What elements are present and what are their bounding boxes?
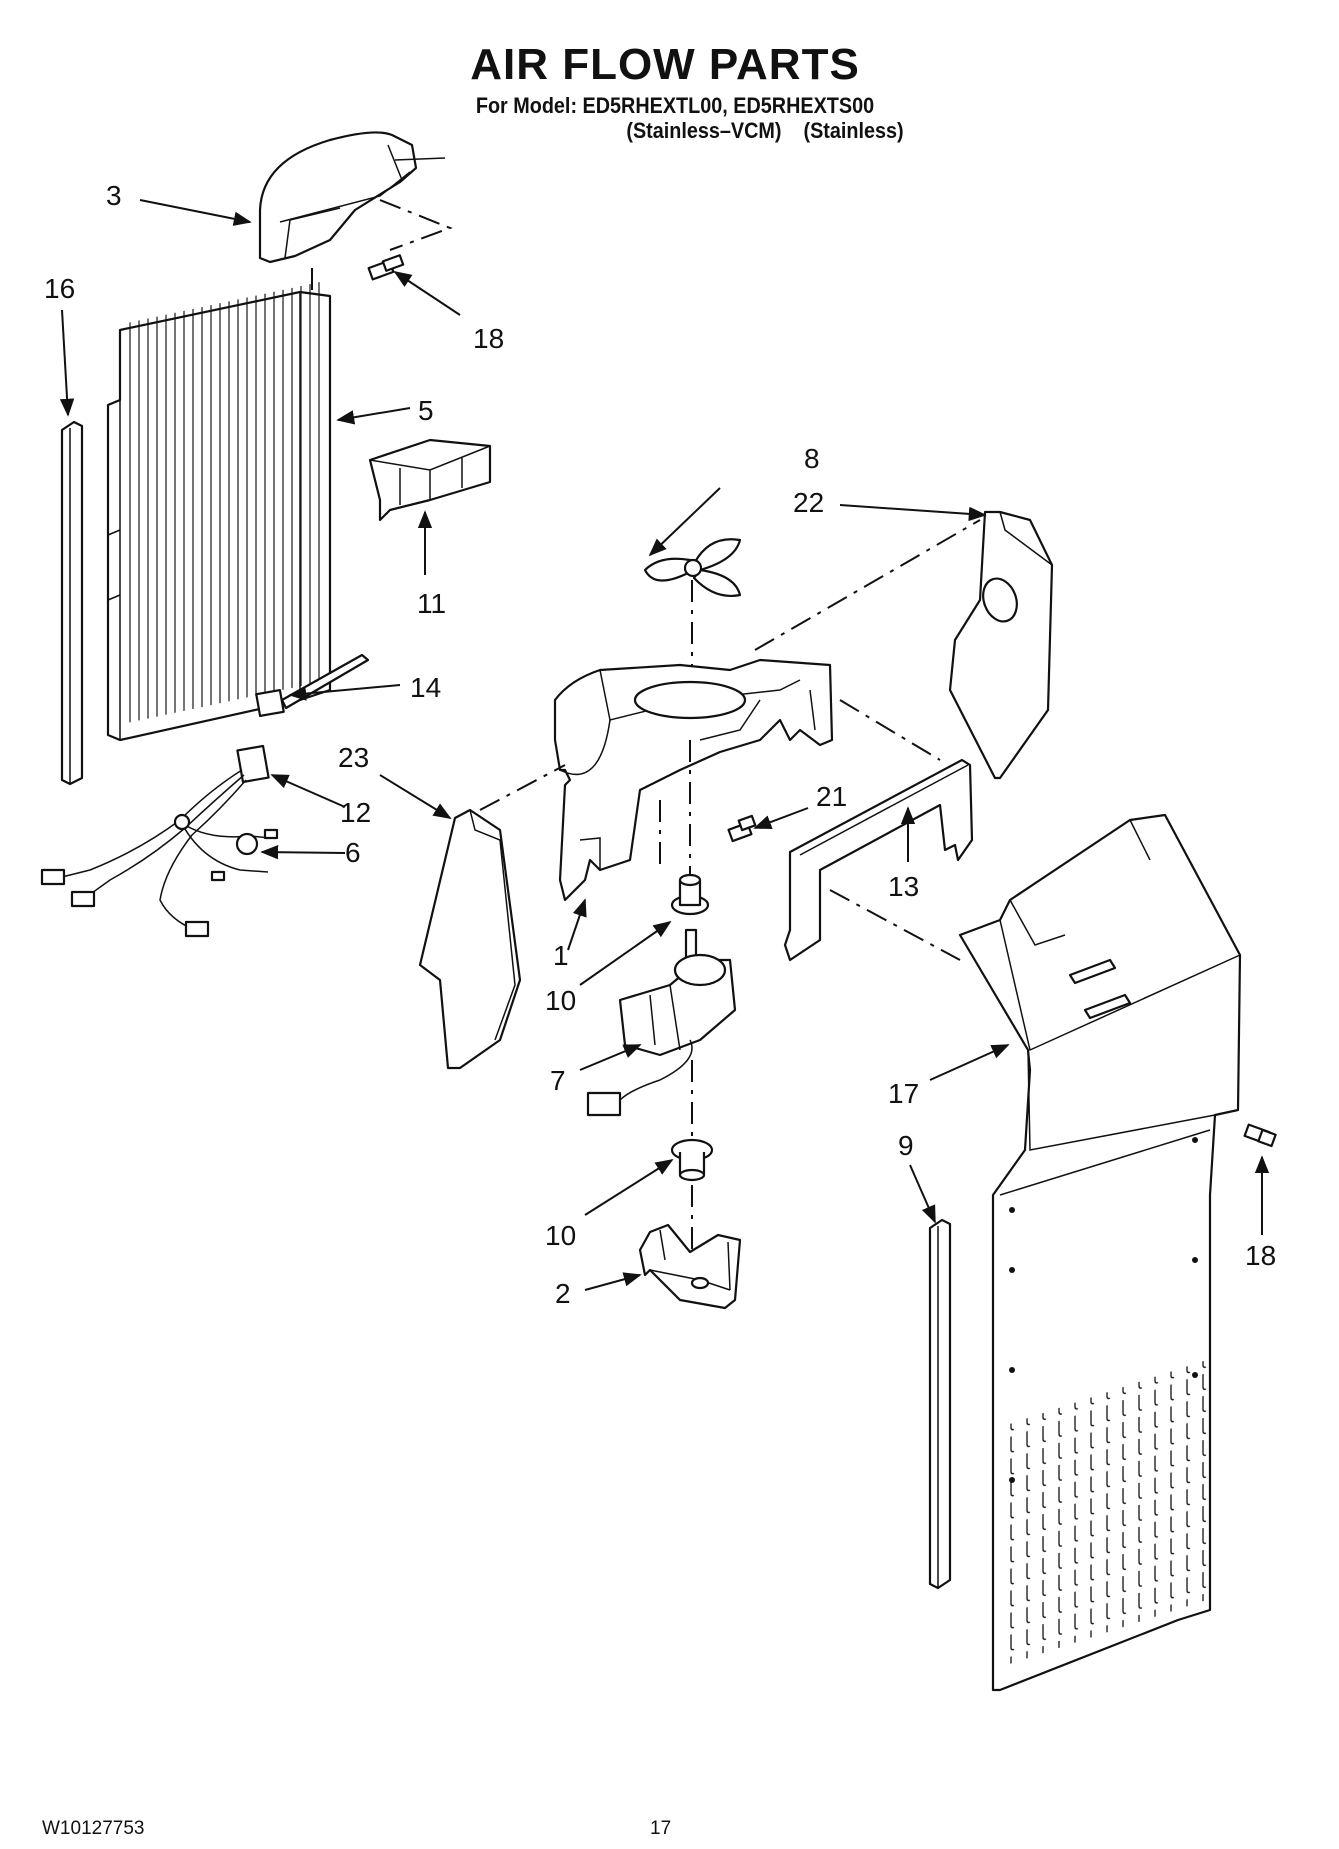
part-2-motor-bracket (638, 1223, 742, 1310)
callout-2: 2 (555, 1278, 571, 1309)
callout-17: 17 (888, 1078, 919, 1109)
callout-11: 11 (417, 588, 446, 619)
part-10-grommet-lower (670, 1138, 714, 1182)
part-21-screw (727, 814, 757, 843)
part-16-gasket-strip (60, 420, 84, 786)
part-12-6-wire-harness (40, 744, 279, 938)
callout-23: 23 (338, 742, 369, 773)
part-9-gasket-strip (928, 1218, 952, 1590)
part-11-bracket (368, 438, 492, 522)
callout-5: 5 (418, 395, 434, 426)
document-number: W10127753 (42, 1818, 145, 1839)
callout-22: 22 (793, 487, 824, 518)
callout-10-upper: 10 (545, 985, 576, 1016)
part-18-screw-upper (367, 254, 405, 281)
part-7-fan-motor (586, 928, 737, 1117)
callout-1: 1 (553, 940, 569, 971)
callout-13: 13 (888, 871, 919, 902)
part-1-fan-housing (553, 658, 834, 902)
callout-12: 12 (340, 797, 371, 828)
model-line: For Model: ED5RHEXTL00, ED5RHEXTS00 (475, 93, 875, 118)
callout-21: 21 (816, 781, 847, 812)
variant-line: (Stainless–VCM) (Stainless) (626, 118, 904, 143)
callout-14: 14 (410, 672, 441, 703)
callout-8: 8 (804, 443, 820, 474)
part-3-duct-cover (258, 131, 446, 264)
part-13-wire-bracket (783, 758, 974, 962)
part-18-screw-right (1243, 1123, 1277, 1148)
part-23-side-baffle (418, 808, 522, 1070)
callout-9: 9 (898, 1130, 914, 1161)
part-17-rear-panel (958, 813, 1242, 1692)
callout-3: 3 (106, 180, 122, 211)
callout-6: 6 (345, 837, 361, 868)
callout-7: 7 (550, 1065, 566, 1096)
callout-10-lower: 10 (545, 1220, 576, 1251)
part-10-grommet-upper (670, 873, 710, 916)
callout-16: 16 (44, 273, 75, 304)
callout-18-upper: 18 (473, 323, 504, 354)
leader-lines (59, 199, 1270, 1291)
part-5-evaporator-cover (106, 281, 332, 742)
callout-numbers: 3 18 16 5 11 14 12 6 23 8 22 21 13 1 10 … (44, 180, 1276, 1309)
page-number: 17 (650, 1818, 672, 1839)
part-8-fan-blade (643, 538, 742, 597)
callout-18-right: 18 (1245, 1240, 1276, 1271)
page-title: AIR FLOW PARTS (470, 40, 860, 89)
part-22-side-baffle (948, 510, 1054, 780)
